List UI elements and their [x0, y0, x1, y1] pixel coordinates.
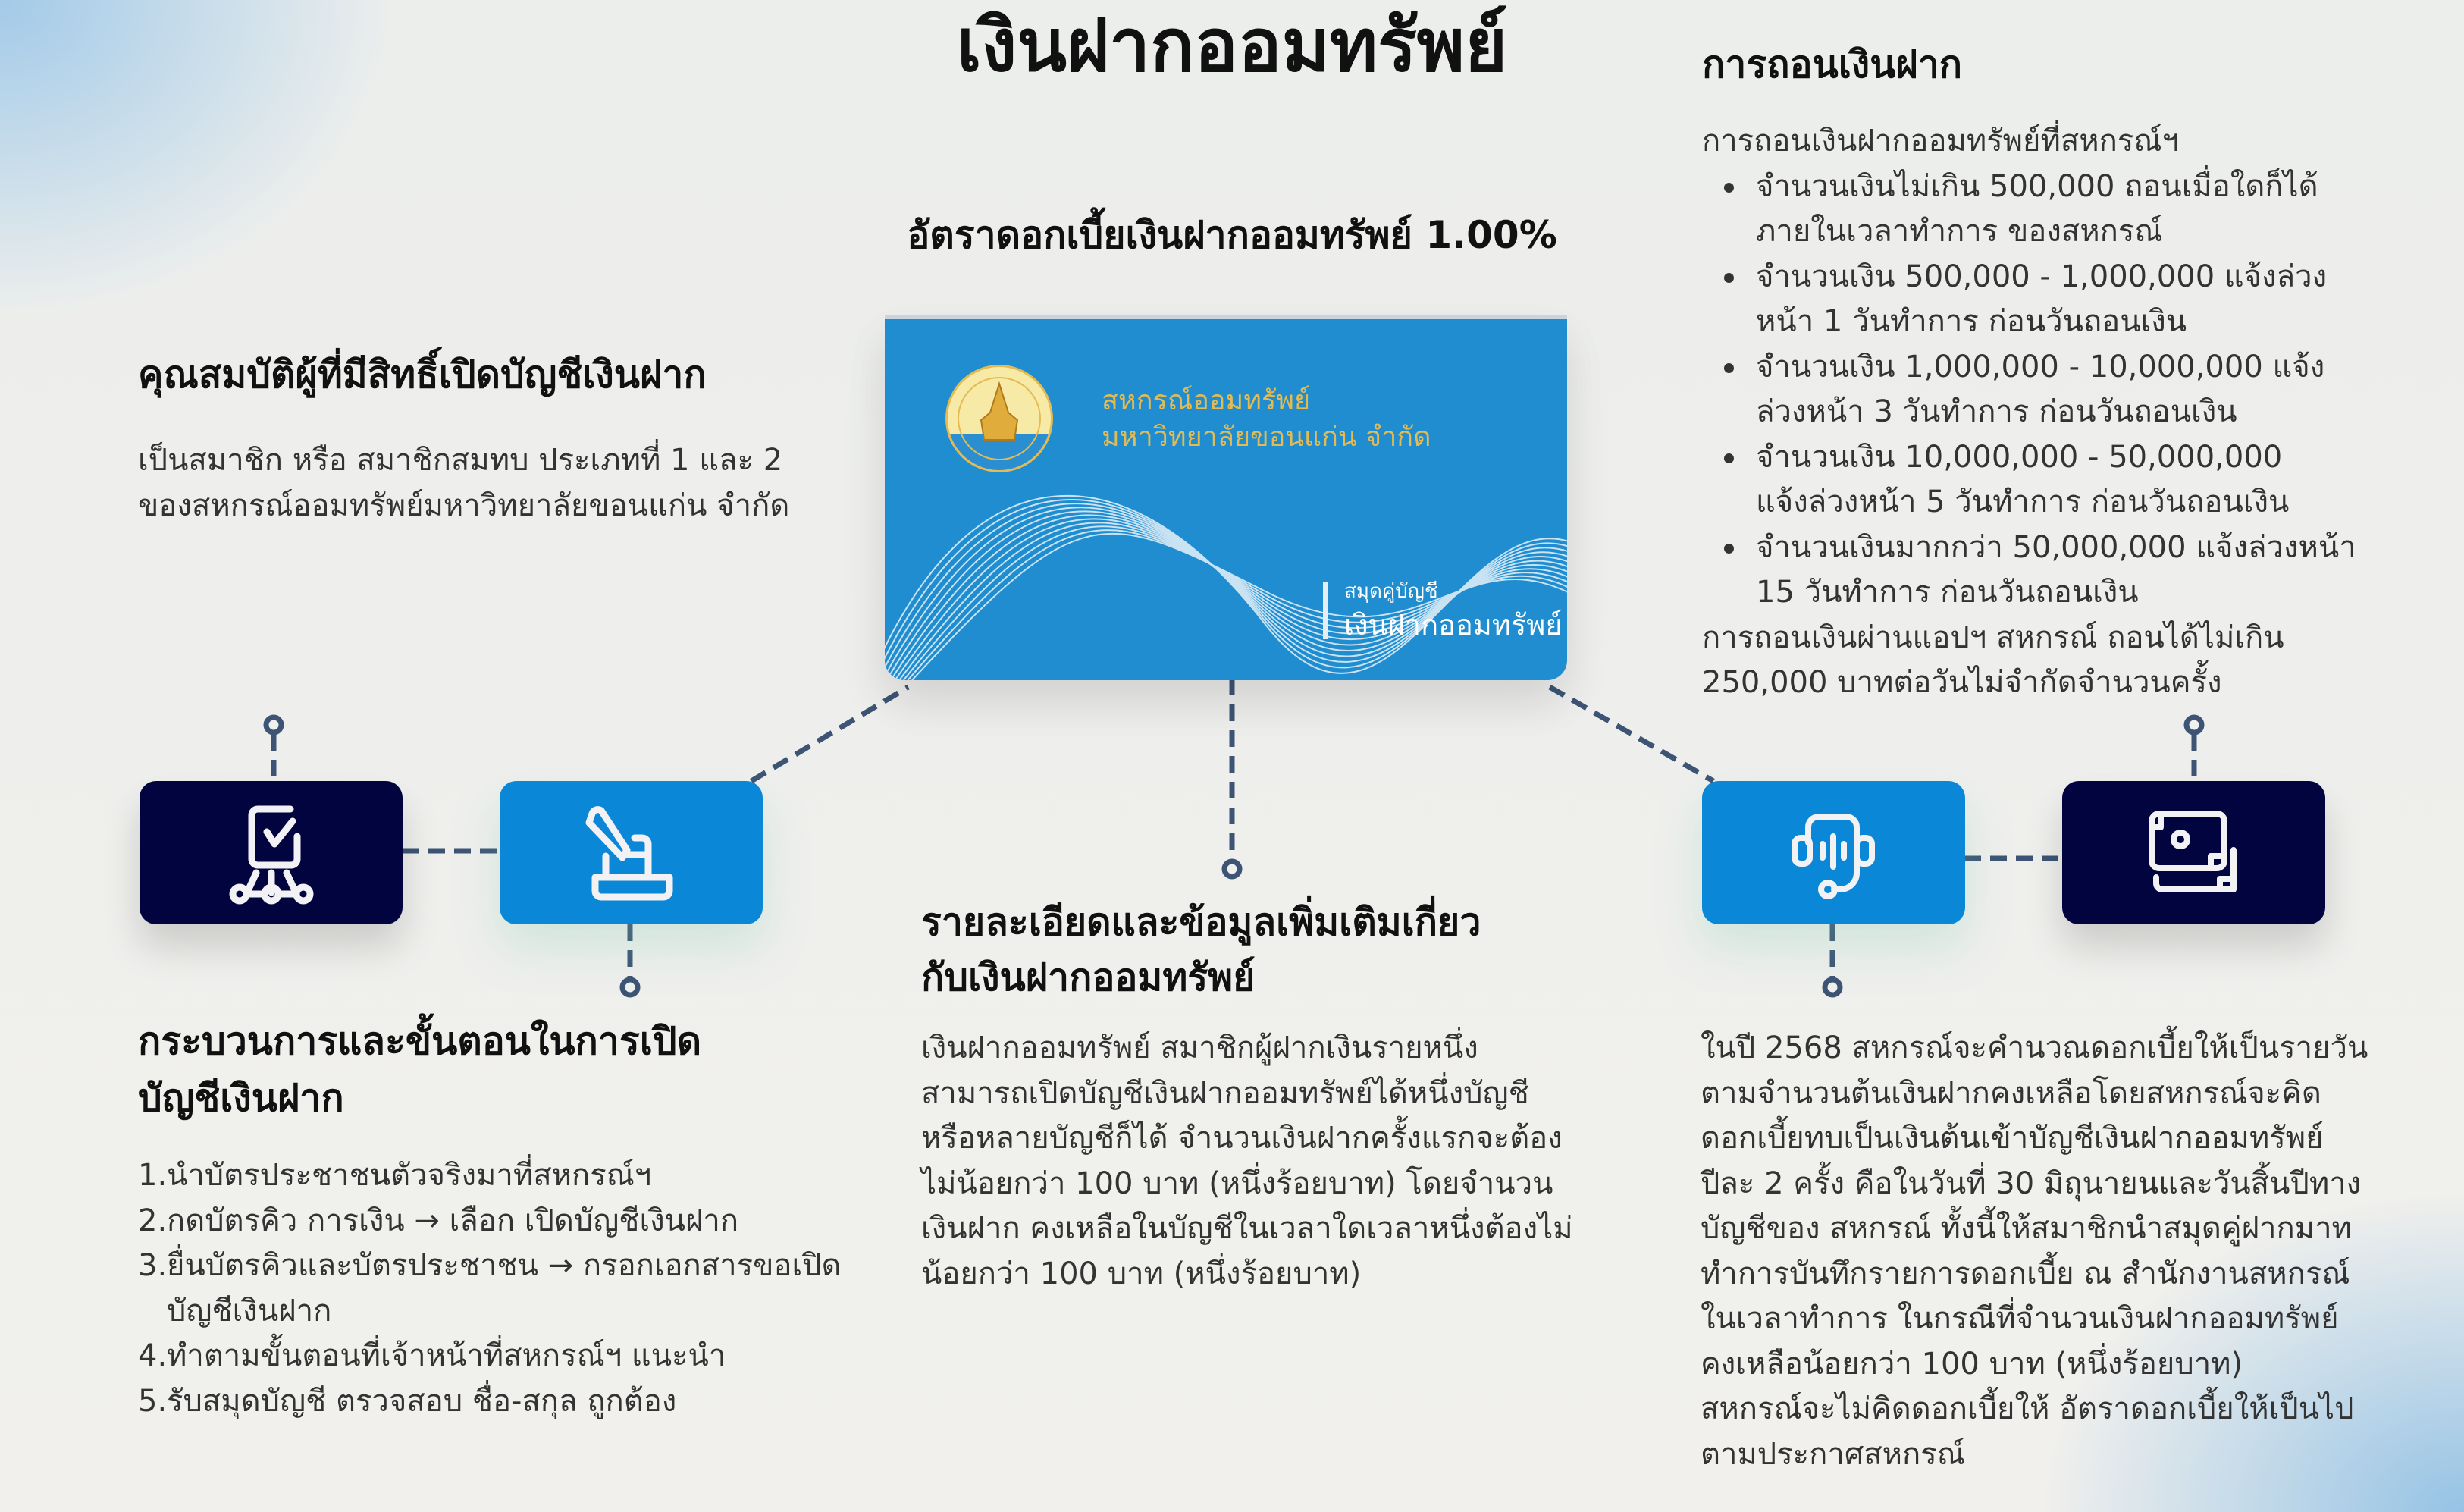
process-heading: บัญชีเงินฝาก: [138, 1076, 344, 1120]
passbook-label-large: เงินฝากออมทรัพย์: [1344, 608, 1563, 642]
interest-rate-subtitle: อัตราดอกเบี้ยเงินฝากออมทรัพย์ 1.00%: [907, 213, 1557, 257]
withdrawal-bullet-line: แจ้งล่วงหน้า 5 วันทำการ ก่อนวันถอนเงิน: [1756, 485, 2290, 519]
withdrawal-bullet-line: ภายในเวลาทำการ ของสหกรณ์: [1756, 214, 2163, 249]
interest-line: ปีละ 2 ครั้ง คือในวันที่ 30 มิถุนายนและว…: [1701, 1165, 2362, 1201]
wave-line: [886, 510, 1567, 680]
bullet-dot: [1724, 362, 1734, 373]
bullet-dot: [1724, 543, 1734, 554]
eligibility-section: คุณสมบัติผู้ที่มีสิทธิ์เปิดบัญชีเงินฝาก …: [138, 345, 789, 529]
money-tile: [2062, 781, 2325, 924]
process-checklist-tile: [140, 781, 403, 924]
wave-line: [898, 522, 1567, 680]
process-section: กระบวนการและขั้นตอนในการเปิด บัญชีเงินฝา…: [138, 1013, 842, 1424]
details-line: สามารถเปิดบัญชีเงินฝากออมทรัพย์ได้หนึ่งบ…: [921, 1075, 1529, 1111]
withdrawal-bullet-line: หน้า 1 วันทำการ ก่อนวันถอนเงิน: [1756, 304, 2187, 339]
wave-line: [885, 507, 1567, 678]
coop-name-line1: สหกรณ์ออมทรัพย์: [1102, 385, 1311, 416]
wave-line: [885, 499, 1567, 669]
details-line: เงินฝาก คงเหลือในบัญชีในเวลาใดเวลาหนึ่งต…: [921, 1211, 1573, 1246]
step-number: 5.: [138, 1383, 168, 1419]
wave-line: [894, 518, 1567, 680]
process-step: 1.นำบัตรประชาชนตัวจริงมาที่สหกรณ์ฯ: [138, 1153, 842, 1199]
withdrawal-bullet-line: จำนวนเงิน 10,000,000 - 50,000,000: [1756, 439, 2283, 475]
process-heading: กระบวนการและขั้นตอนในการเปิด: [138, 1019, 702, 1063]
details-section: รายละเอียดและข้อมูลเพิ่มเติมเกี่ยว กับเง…: [921, 895, 1573, 1297]
wave-lines-decoration: [885, 495, 1567, 680]
withdrawal-bullet-item: จำนวนเงิน 10,000,000 - 50,000,000 แจ้งล่ว…: [1724, 435, 2356, 525]
wave-line: [885, 503, 1567, 670]
withdrawal-bullet-line: จำนวนเงิน 500,000 - 1,000,000 แจ้งล่วง: [1756, 259, 2328, 294]
wave-line: [903, 525, 1567, 680]
passbook-label-small: สมุดคู่บัญชี: [1344, 580, 1438, 603]
coop-name-line2: มหาวิทยาลัยขอนแก่น จำกัด: [1102, 422, 1431, 453]
details-line: น้อยกว่า 100 บาท (หนึ่งร้อยบาท): [921, 1256, 1362, 1291]
interest-line: ในเวลาทำการ ในกรณีที่จำนวนเงินฝากออมทรัพ…: [1701, 1301, 2339, 1336]
checklist-network-icon: [229, 805, 313, 904]
process-step: 2.กดบัตรคิว การเงิน → เลือก เปิดบัญชีเงิ…: [138, 1199, 842, 1244]
page-header: เงินฝากออมทรัพย์: [0, 0, 2464, 102]
wave-line: [885, 495, 1567, 674]
interest-line: สหกรณ์จะไม่คิดดอกเบี้ยให้ อัตราดอกเบี้ยใ…: [1701, 1391, 2354, 1426]
details-line: ไม่น้อยกว่า 100 บาท (หนึ่งร้อยบาท) โดยจำ…: [921, 1165, 1553, 1201]
interest-line: บัญชีของ สหกรณ์ ทั้งนี้ให้สมาชิกนำสมุดคู…: [1701, 1211, 2352, 1246]
step-number: 1.: [138, 1158, 168, 1193]
interest-line: คงเหลือน้อยกว่า 100 บาท (หนึ่งร้อยบาท): [1701, 1346, 2243, 1382]
bullet-dot: [1724, 272, 1734, 283]
details-line: หรือหลายบัญชีก็ได้ จำนวนเงินฝากครั้งแรกจ…: [921, 1121, 1563, 1156]
pen-stamp-icon: [585, 805, 672, 900]
withdrawal-section: การถอนเงินฝาก การถอนเงินฝากออมทรัพย์ที่ส…: [1702, 35, 2356, 706]
withdrawal-bullet-line: จำนวนเงินมากกว่า 50,000,000 แจ้งล่วงหน้า: [1756, 529, 2356, 565]
eligibility-line: เป็นสมาชิก หรือ สมาชิกสมทบ ประเภทที่ 1 แ…: [138, 443, 783, 478]
step-number: 4.: [138, 1338, 168, 1373]
bullet-dot: [1724, 453, 1734, 463]
withdrawal-bullet-line: จำนวนเงิน 1,000,000 - 10,000,000 แจ้ง: [1756, 349, 2325, 384]
withdrawal-bullet-line: ล่วงหน้า 3 วันทำการ ก่อนวันถอนเงิน: [1756, 394, 2237, 429]
withdrawal-app-line: 250,000 บาทต่อวันไม่จำกัดจำนวนครั้ง: [1702, 665, 2222, 700]
step-text: นำบัตรประชาชนตัวจริงมาที่สหกรณ์ฯ: [167, 1158, 652, 1193]
withdrawal-bullet-item: จำนวนเงินไม่เกิน 500,000 ถอนเมื่อใดก็ได้…: [1724, 165, 2356, 255]
step-number: 3.: [138, 1248, 168, 1283]
support-headset-tile: [1702, 781, 1965, 924]
process-step: 5.รับสมุดบัญชี ตรวจสอบ ชื่อ-สกุล ถูกต้อง: [138, 1379, 842, 1425]
card-divider: [1323, 582, 1328, 639]
step-text: กดบัตรคิว การเงิน → เลือก เปิดบัญชีเงินฝ…: [167, 1203, 739, 1238]
details-heading: รายละเอียดและข้อมูลเพิ่มเติมเกี่ยว: [921, 900, 1481, 944]
bullet-dot: [1724, 182, 1734, 193]
support-headset-icon: [1791, 813, 1875, 899]
step-text: ทำตามขั้นตอนที่เจ้าหน้าที่สหกรณ์ฯ แนะนำ: [167, 1338, 726, 1373]
step-text: รับสมุดบัญชี ตรวจสอบ ชื่อ-สกุล ถูกต้อง: [167, 1383, 677, 1419]
interest-line: ในปี 2568 สหกรณ์จะคำนวณดอกเบี้ยให้เป็นรา…: [1701, 1030, 2368, 1065]
coop-logo: [945, 365, 1053, 472]
eligibility-heading: คุณสมบัติผู้ที่มีสิทธิ์เปิดบัญชีเงินฝาก: [138, 353, 707, 397]
eligibility-line: ของสหกรณ์ออมทรัพย์มหาวิทยาลัยขอนแก่น จำก…: [138, 488, 790, 523]
details-line: เงินฝากออมทรัพย์ สมาชิกผู้ฝากเงินรายหนึ่…: [921, 1030, 1478, 1065]
withdrawal-app-line: การถอนเงินผ่านแอปฯ สหกรณ์ ถอนได้ไม่เกิน: [1702, 620, 2284, 655]
step-text: ยื่นบัตรคิวและบัตรประชาชน → กรอกเอกสารขอ…: [167, 1248, 842, 1283]
withdrawal-bullet-line: จำนวนเงินไม่เกิน 500,000 ถอนเมื่อใดก็ได้: [1756, 168, 2318, 204]
money-bill-icon: [2148, 810, 2237, 892]
step-number: 2.: [138, 1203, 168, 1238]
wave-line: [890, 514, 1567, 680]
withdrawal-bullet-item: จำนวนเงิน 1,000,000 - 10,000,000 แจ้งล่ว…: [1724, 345, 2356, 435]
withdrawal-bullet-item: จำนวนเงินมากกว่า 50,000,000 แจ้งล่วงหน้า…: [1724, 525, 2356, 616]
withdrawal-heading: การถอนเงินฝาก: [1702, 42, 1963, 86]
passbook-card: สหกรณ์ออมทรัพย์ มหาวิทยาลัยขอนแก่น จำกัด…: [885, 315, 1567, 680]
interest-line: ดอกเบี้ยทบเป็นเงินต้นเข้าบัญชีเงินฝากออม…: [1701, 1121, 2324, 1156]
withdrawal-bullet-line: 15 วันทำการ ก่อนวันถอนเงิน: [1756, 575, 2139, 610]
details-heading: กับเงินฝากออมทรัพย์: [921, 955, 1256, 999]
interest-section: ในปี 2568 สหกรณ์จะคำนวณดอกเบี้ยให้เป็นรา…: [1701, 1026, 2368, 1477]
interest-line: ตามประกาศสหกรณ์: [1701, 1436, 1965, 1472]
step-text: บัญชีเงินฝาก: [167, 1293, 332, 1328]
process-step: 3.ยื่นบัตรคิวและบัตรประชาชน → กรอกเอกสาร…: [138, 1244, 842, 1334]
process-stamp-tile: [500, 781, 763, 924]
wave-line: [907, 529, 1567, 680]
withdrawal-bullet-item: จำนวนเงิน 500,000 - 1,000,000 แจ้งล่วงหน…: [1724, 255, 2356, 345]
withdrawal-intro: การถอนเงินฝากออมทรัพย์ที่สหกรณ์ฯ: [1702, 124, 2179, 158]
process-step: 4.ทำตามขั้นตอนที่เจ้าหน้าที่สหกรณ์ฯ แนะน…: [138, 1334, 842, 1379]
interest-line: ทำการบันทึกรายการดอกเบี้ย ณ สำนักงานสหกร…: [1701, 1256, 2350, 1291]
wave-line: [911, 533, 1567, 680]
interest-line: ตามจำนวนต้นเงินฝากคงเหลือโดยสหกรณ์จะคิด: [1701, 1075, 2321, 1111]
page-title: เงินฝากออมทรัพย์: [956, 3, 1508, 88]
